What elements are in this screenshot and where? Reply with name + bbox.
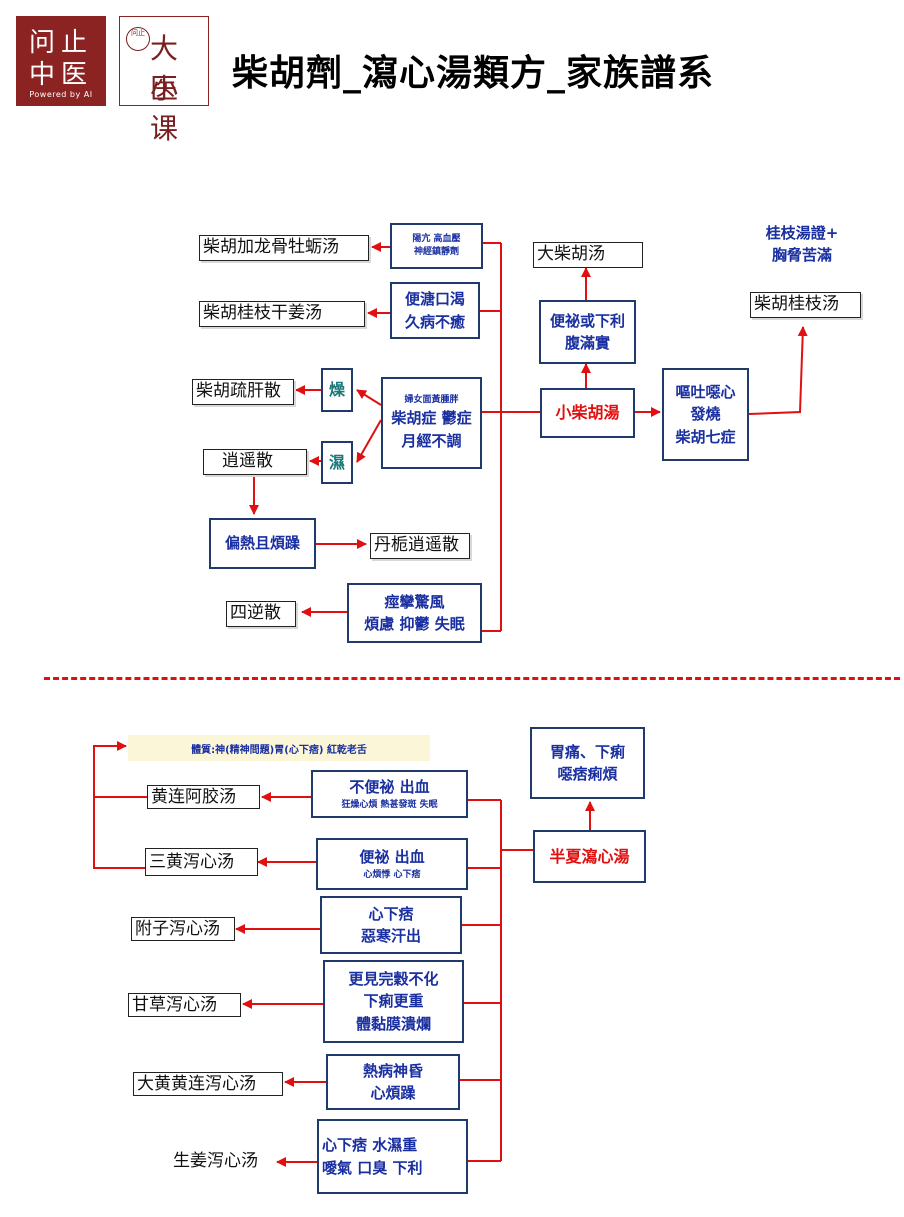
logo2-line-1: 大医 — [150, 32, 181, 105]
logo2-line-2: 小课 — [150, 72, 181, 145]
box-line: 噯氣 口臭 下利 — [322, 1158, 423, 1177]
box-line: 不便祕 出血 — [349, 778, 430, 796]
dachaihu-label: 大柴胡汤 — [533, 242, 643, 268]
row5-box: 熱病神昏 心煩躁 — [326, 1054, 460, 1110]
box-line: 便祕 出血 — [359, 848, 425, 866]
sini-label: 四逆散 — [226, 601, 296, 627]
box-line: 偏熱且煩躁 — [224, 534, 300, 553]
wenzhi-logo: 问止 中医 Powered by AI — [16, 16, 106, 106]
box-line: 便祕或下利 — [549, 311, 625, 330]
funv-box: 婦女面黃腫胖 柴胡症 鬱症 月經不調 — [381, 377, 482, 469]
box-line: 嘔吐噁心 — [675, 382, 736, 401]
weitong-box: 胃痛、下痢 噁痞痢煩 — [530, 727, 645, 799]
bianmi-box: 便祕或下利 腹滿實 — [539, 300, 636, 364]
box-line: 心下痞 — [368, 904, 414, 923]
logo-line-2: 中医 — [28, 60, 93, 90]
box-line: 柴胡七症 — [675, 427, 736, 446]
box-line: 腹滿實 — [564, 334, 610, 352]
jingluan-box: 痙攣驚風 煩慮 抑鬱 失眠 — [347, 583, 482, 643]
box-line: 柴胡症 鬱症 — [391, 409, 472, 428]
xiaoyao-label: 逍遥散 — [203, 449, 307, 475]
box-line: 心煩躁 — [370, 1084, 416, 1102]
longgu-label: 柴胡加龙骨牡蛎汤 — [199, 235, 369, 261]
box-line: 久病不癒 — [404, 312, 465, 331]
box-line: 心煩悸 心下痞 — [363, 869, 421, 880]
guizhiganjiang-label: 柴胡桂枝干姜汤 — [199, 301, 365, 327]
yangkang-box: 陽亢 高血壓 神經鎮靜劑 — [390, 223, 483, 269]
box-line: 煩慮 抑鬱 失眠 — [364, 615, 465, 633]
xiaochaihu-center-box: 小柴胡湯 — [540, 388, 635, 438]
row6-box: 心下痞 水濕重 噯氣 口臭 下利 — [317, 1119, 468, 1194]
box-line: 心下痞 水濕重 — [322, 1136, 418, 1154]
note-line: 桂枝湯證+ — [765, 223, 839, 242]
logo-line-1: 问止 — [28, 28, 93, 58]
pianre-box: 偏熱且煩躁 — [209, 518, 316, 569]
row3-label: 附子泻心汤 — [131, 917, 235, 941]
biantang-box: 便溏口渴 久病不癒 — [390, 282, 480, 339]
guizhi-note: 桂枝湯證+ 胸脅苦滿 — [757, 212, 847, 276]
page-title: 柴胡劑_瀉心湯類方_家族譜系 — [232, 52, 715, 94]
box-line: 發燒 — [690, 405, 721, 424]
row2-box: 便祕 出血 心煩悸 心下痞 — [316, 838, 468, 890]
box-line: 痙攣驚風 — [384, 592, 445, 611]
box-line: 狂燥心煩 熱甚發斑 失眠 — [341, 799, 438, 810]
box-line: 婦女面黃腫胖 — [404, 394, 459, 405]
center-label: 半夏瀉心湯 — [549, 846, 630, 866]
box-line: 胃痛、下痢 — [549, 742, 625, 761]
section-divider — [44, 677, 900, 680]
dayi-logo: 问止 大医 小课 — [119, 16, 209, 145]
arrow-funv-to-shi — [356, 419, 382, 463]
logo-tagline: Powered by AI — [29, 90, 93, 99]
shi-box: 濕 — [321, 441, 353, 484]
box-line: 便溏口渴 — [404, 290, 465, 308]
shi-text: 濕 — [328, 452, 345, 472]
center-label: 小柴胡湯 — [555, 403, 620, 422]
box-line: 惡寒汗出 — [360, 927, 421, 945]
row1-box: 不便祕 出血 狂燥心煩 熱甚發斑 失眠 — [311, 770, 468, 818]
box-line: 更見完穀不化 — [348, 969, 439, 988]
row6-label: 生姜泻心汤 — [170, 1150, 275, 1174]
outu-box: 嘔吐噁心 發燒 柴胡七症 — [662, 368, 749, 461]
box-line: 噁痞痢煩 — [557, 765, 618, 783]
shugan-label: 柴胡疏肝散 — [192, 379, 294, 405]
box-line: 神經鎮靜劑 — [413, 247, 459, 257]
zao-box: 燥 — [321, 368, 353, 412]
arrow-outu-to-chaihuguizhi — [748, 326, 808, 415]
row2-label: 三黄泻心汤 — [145, 848, 258, 876]
constitution-note: 體質:神(精神問題)胃(心下痞) 紅乾老舌 — [128, 735, 430, 761]
logo-seal: 问止 — [126, 27, 150, 51]
box-line: 下痢更重 — [363, 992, 424, 1011]
row5-label: 大黄黄连泻心汤 — [133, 1072, 283, 1096]
danzhi-label: 丹栀逍遥散 — [370, 533, 470, 559]
box-line: 陽亢 高血壓 — [412, 233, 461, 244]
banxia-center-box: 半夏瀉心湯 — [533, 830, 646, 883]
row4-box: 更見完穀不化 下痢更重 體黏膜潰爛 — [323, 960, 464, 1043]
row4-label: 甘草泻心汤 — [128, 993, 241, 1017]
box-line: 體黏膜潰爛 — [355, 1014, 431, 1033]
arrow-to-note — [93, 741, 147, 798]
zao-text: 燥 — [328, 380, 345, 399]
note-line: 胸脅苦滿 — [771, 246, 832, 264]
row1-label: 黄连阿胶汤 — [147, 785, 260, 809]
arrow-funv-to-zao — [356, 389, 382, 406]
box-line: 月經不調 — [401, 431, 462, 450]
chaihuguizhi-label: 柴胡桂枝汤 — [750, 292, 861, 318]
row3-box: 心下痞 惡寒汗出 — [320, 896, 462, 954]
link-row2-to-note — [93, 797, 147, 869]
box-line: 熱病神昏 — [362, 1061, 423, 1080]
